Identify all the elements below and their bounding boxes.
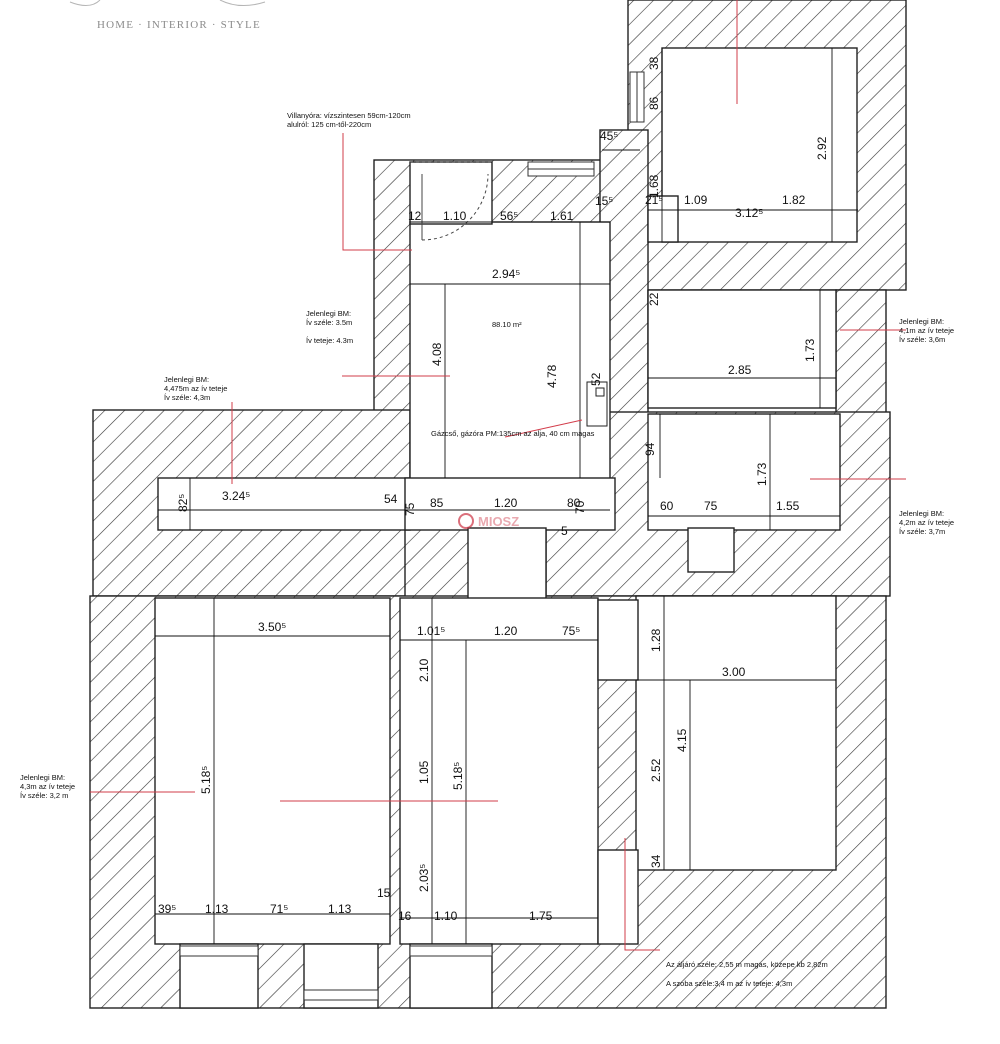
dim-label: 4.08	[430, 342, 444, 366]
note-bm-right-mid-2: 4,2m az ív teteje	[899, 518, 954, 527]
dim-label: 52	[589, 372, 603, 386]
watermark-text: MIOSZ	[478, 514, 519, 529]
dimension-labels: 38 86 2.92 45⁵ 1.68 21⁵ 1.09 3.12⁵ 1.82 …	[158, 56, 829, 923]
dim-label: 1.75	[529, 909, 553, 923]
dim-label: 71⁵	[270, 902, 288, 916]
room-central-hall	[409, 221, 611, 529]
dim-label: 5	[561, 524, 568, 538]
note-bottom-right-1: Az áljáró széle: 2,55 m magas, közepe kb…	[666, 960, 828, 969]
note-bm-bottom-left-1: Jelenlegi BM:	[20, 773, 65, 782]
dim-label: 3.24⁵	[222, 489, 250, 503]
dim-label: 60	[660, 499, 674, 513]
note-bm-right-mid-3: Ív széle: 3,7m	[899, 527, 945, 536]
dimension-lines	[155, 48, 858, 944]
brand-tagline: HOME · INTERIOR · STYLE	[97, 19, 261, 31]
dim-label: 1.73	[803, 338, 817, 362]
dim-label: 1.13	[205, 902, 229, 916]
note-bm-center-2: Ív széle: 3.5m	[306, 318, 352, 327]
dim-label: 1.28	[649, 628, 663, 652]
dim-label: 82⁵	[176, 494, 190, 512]
dim-label: 86	[647, 96, 661, 110]
watermark: MIOSZ	[458, 513, 519, 529]
dim-label: 1.20	[494, 496, 518, 510]
dim-label: 1.61	[550, 209, 574, 223]
dim-label: 1.68	[647, 174, 661, 198]
dim-label: 85	[430, 496, 444, 510]
dim-label: 3.00	[722, 665, 746, 679]
dim-label: 1.73	[755, 462, 769, 486]
dim-label: 75⁵	[562, 624, 580, 638]
dim-label: 2.10	[417, 658, 431, 682]
dim-label: 39⁵	[158, 902, 176, 916]
brand-header: HOME · INTERIOR · STYLE	[69, 0, 266, 31]
dim-label: 1.20	[494, 624, 518, 638]
dim-label: 3.12⁵	[735, 206, 763, 220]
note-bm-left-3: Ív széle: 4,3m	[164, 393, 210, 402]
rooms	[154, 47, 858, 1009]
note-villany-1: Villanyóra: vízszintesen 59cm-120cm	[287, 111, 411, 120]
openings	[179, 71, 645, 1001]
dim-label: 38	[647, 56, 661, 70]
note-bm-left-1: Jelenlegi BM:	[164, 375, 209, 384]
note-bm-center-1: Jelenlegi BM:	[306, 309, 351, 318]
dim-label: 2.94⁵	[492, 267, 520, 281]
dim-label: 45⁵	[600, 129, 618, 143]
dim-label: 1.55	[776, 499, 800, 513]
note-bm-right-top-3: Ív széle: 3,6m	[899, 335, 945, 344]
dim-label: 2.03⁵	[417, 864, 431, 892]
note-bm-right-mid-1: Jelenlegi BM:	[899, 509, 944, 518]
note-bm-bottom-left-2: 4,3m az ív teteje	[20, 782, 75, 791]
dim-label: 2.92	[815, 136, 829, 160]
note-bm-bottom-left-3: Ív széle: 3,2 m	[20, 791, 68, 800]
room-right-upper	[647, 289, 837, 409]
room-left-corridor	[157, 477, 411, 531]
dim-label: 54	[384, 492, 398, 506]
dim-label: 21⁵	[645, 193, 663, 207]
dim-label: 1.10	[443, 209, 467, 223]
dim-label: 80	[567, 496, 581, 510]
dim-label: 16	[398, 909, 412, 923]
room-bottom-middle	[399, 597, 599, 945]
dim-label: 70	[573, 500, 587, 514]
note-bottom-right-2: A szoba széle:3,4 m az ív teteje: 4,3m	[666, 979, 792, 988]
dim-label: 2.85	[728, 363, 752, 377]
note-villany-2: alulról: 125 cm-től-220cm	[287, 120, 371, 129]
dim-label: 4.15	[675, 728, 689, 752]
room-bottom-right	[635, 595, 837, 871]
dim-label: 56⁵	[500, 209, 518, 223]
dim-label: 75	[704, 499, 718, 513]
area-label: 88.10 m²	[492, 320, 522, 329]
room-right-mid	[647, 413, 841, 531]
dim-label: 94	[643, 442, 657, 456]
note-bm-right-top-2: 4,1m az ív teteje	[899, 326, 954, 335]
note-bm-left-2: 4,475m az ív teteje	[164, 384, 227, 393]
room-bottom-left	[154, 597, 391, 945]
note-bm-center-4: Ív teteje: 4.3m	[306, 336, 353, 345]
note-gaz: Gázcső, gázóra PM:135cm az alja, 40 cm m…	[431, 429, 595, 438]
dim-label: 75	[403, 502, 417, 516]
note-bm-right-top-1: Jelenlegi BM:	[899, 317, 944, 326]
leader-lines	[90, 0, 906, 951]
dim-label: 1.05	[417, 760, 431, 784]
dim-label: 1.82	[782, 193, 806, 207]
dim-label: 5.18⁵	[199, 766, 213, 794]
dim-label: 22	[647, 292, 661, 306]
dim-label: 1.13	[328, 902, 352, 916]
dim-label: 2.52	[649, 758, 663, 782]
dim-label: 4.78	[545, 364, 559, 388]
dim-label: 3.50⁵	[258, 620, 286, 634]
dim-label: 5.18⁵	[451, 762, 465, 790]
dim-label: 15⁵	[595, 194, 613, 208]
dim-label: 1.01⁵	[417, 624, 445, 638]
dim-label: 12	[408, 209, 422, 223]
dim-label: 34	[649, 854, 663, 868]
dim-label: 1.10	[434, 909, 458, 923]
notes: Villanyóra: vízszintesen 59cm-120cm alul…	[20, 111, 954, 988]
dim-label: 15	[377, 886, 391, 900]
dim-label: 1.09	[684, 193, 708, 207]
